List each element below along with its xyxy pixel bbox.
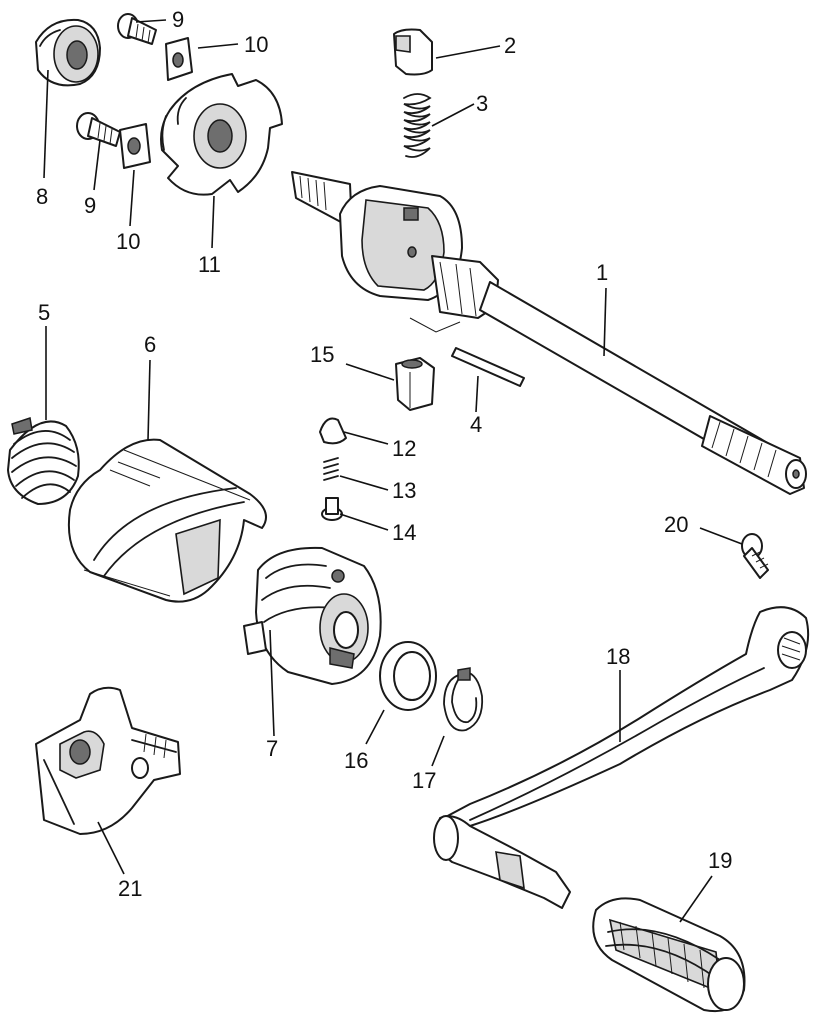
part-13-small-spring: [323, 457, 339, 481]
callout-3: 3: [476, 91, 488, 116]
callout-labels: 9 10 2 3 8 9 10 11 1 5 6 15 4 12 13 14 2…: [36, 7, 732, 901]
part-1-kick-shaft: [291, 171, 807, 495]
callout-11: 11: [198, 252, 221, 277]
part-17-circlip: [443, 667, 484, 732]
part-2-cap: [393, 28, 433, 76]
part-3-spring: [403, 93, 432, 158]
callout-8: 8: [36, 184, 48, 209]
part-19-rubber-grip: [592, 897, 746, 1012]
part-16-washer: [379, 641, 437, 711]
part-4-pin: [451, 347, 525, 387]
callout-9-lower: 9: [84, 193, 96, 218]
part-5-return-spring: [7, 417, 80, 505]
callout-21: 21: [118, 876, 142, 901]
callout-17: 17: [412, 768, 436, 793]
callout-9-top: 9: [172, 7, 184, 32]
part-15-square-block: [395, 357, 435, 411]
part-20-bolt: [741, 533, 769, 579]
part-7-ratchet-gear: [243, 546, 382, 685]
part-10-tab-washer-top: [165, 37, 193, 81]
part-9-bolt-top: [117, 13, 157, 45]
callout-13: 13: [392, 478, 416, 503]
part-10-tab-washer-lower: [119, 123, 151, 169]
callout-18: 18: [606, 644, 630, 669]
callout-14: 14: [392, 520, 416, 545]
callout-16: 16: [344, 748, 368, 773]
callout-7: 7: [266, 736, 278, 761]
callout-4: 4: [470, 412, 482, 437]
part-18-kick-lever: [433, 606, 810, 909]
part-9-bolt-lower: [76, 112, 121, 147]
part-21-bracket: [35, 686, 181, 835]
callout-19: 19: [708, 848, 732, 873]
part-14-screw: [321, 497, 343, 521]
callout-2: 2: [504, 33, 516, 58]
callout-5: 5: [38, 300, 50, 325]
leader-lines: [43, 19, 743, 923]
part-11-ratchet-plate: [160, 73, 283, 196]
part-6-guide-housing: [67, 438, 267, 603]
callout-12: 12: [392, 436, 416, 461]
callout-15: 15: [310, 342, 334, 367]
callout-20: 20: [664, 512, 688, 537]
part-12-detent-cap: [319, 417, 347, 445]
callout-10-lower: 10: [116, 229, 140, 254]
callout-1: 1: [596, 260, 608, 285]
part-8-bushing: [35, 18, 101, 87]
callout-10-top: 10: [244, 32, 268, 57]
callout-6: 6: [144, 332, 156, 357]
